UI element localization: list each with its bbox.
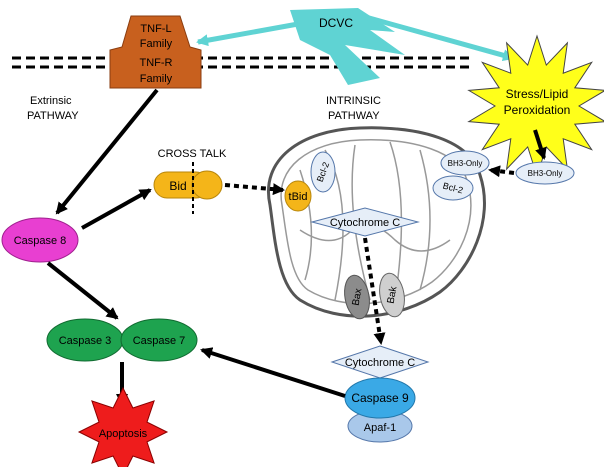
bak-node: [379, 272, 405, 318]
stress-to-bh3-arrow: [533, 129, 547, 160]
bcl2-right-node: [432, 175, 474, 201]
bh3-outer-to-inner-arrow: [488, 165, 515, 178]
extrinsic-label-line1: Extrinsic: [30, 95, 72, 107]
tnf-to-caspase8-arrow: [55, 88, 159, 215]
stress-label-line2: Peroxidation: [504, 103, 571, 117]
tnf-l-label: TNF-L: [140, 23, 171, 35]
caspase7-node: [120, 318, 198, 362]
stress-label-line1: Stress/Lipid: [506, 87, 569, 101]
cytochrome-c-inner-label: Cytochrome C: [330, 217, 400, 229]
tnf-l-family-label: Family: [140, 38, 173, 50]
bax-node: [344, 274, 370, 320]
bax-label: Bax: [351, 288, 365, 307]
cytochrome-c-inner-node: [310, 207, 420, 237]
tnf-receptor: [109, 15, 202, 89]
dcvc-label: DCVC: [319, 16, 353, 30]
caspase9-to-caspase7-arrow: [200, 347, 346, 398]
caspase7-label: Caspase 7: [133, 335, 186, 347]
caspase9-label: Caspase 9: [351, 391, 409, 405]
bh3-only-inner-node: [440, 150, 490, 176]
tnf-r-family-label: Family: [140, 73, 173, 85]
caspase8-to-bid-arrow: [81, 188, 152, 230]
tbid-node: [284, 180, 312, 212]
caspase8-to-caspase3-arrow: [46, 261, 119, 320]
apoptosis-node: [77, 386, 169, 467]
tbid-label: tBid: [289, 191, 308, 203]
caspase9-node: [344, 377, 416, 419]
apoptosis-label: Apoptosis: [99, 428, 148, 440]
caspase8-node: [1, 217, 79, 263]
intrinsic-label-line2: PATHWAY: [328, 110, 380, 122]
caspase3-label: Caspase 3: [59, 335, 112, 347]
bcl2-left-node: [310, 151, 336, 193]
cell-membrane: [12, 56, 470, 69]
cytochrome-c-outer-node: [330, 345, 430, 379]
dcvc-node: [290, 8, 405, 85]
bh3-outer-label: BH3-Only: [528, 169, 563, 178]
bid-label: Bid: [169, 179, 186, 193]
bid-node: [153, 162, 223, 214]
bak-label: Bak: [386, 285, 400, 305]
bh3-only-outer-node: [515, 161, 575, 185]
dcvc-to-tnf-arrow: [196, 21, 299, 47]
dcvc-to-stress-arrow: [361, 13, 515, 62]
bid-to-tbid-arrow: [224, 183, 285, 196]
cytochrome-c-outer-label: Cytochrome C: [345, 357, 415, 369]
cross-talk-label: CROSS TALK: [158, 148, 227, 160]
apaf1-label: Apaf-1: [364, 422, 396, 434]
bh3-inner-label: BH3-Only: [448, 159, 483, 168]
intrinsic-label-line1: INTRINSIC: [326, 95, 381, 107]
extrinsic-label-line2: PATHWAY: [27, 110, 79, 122]
caspase8-label: Caspase 8: [14, 235, 67, 247]
tnf-r-label: TNF-R: [140, 57, 173, 69]
